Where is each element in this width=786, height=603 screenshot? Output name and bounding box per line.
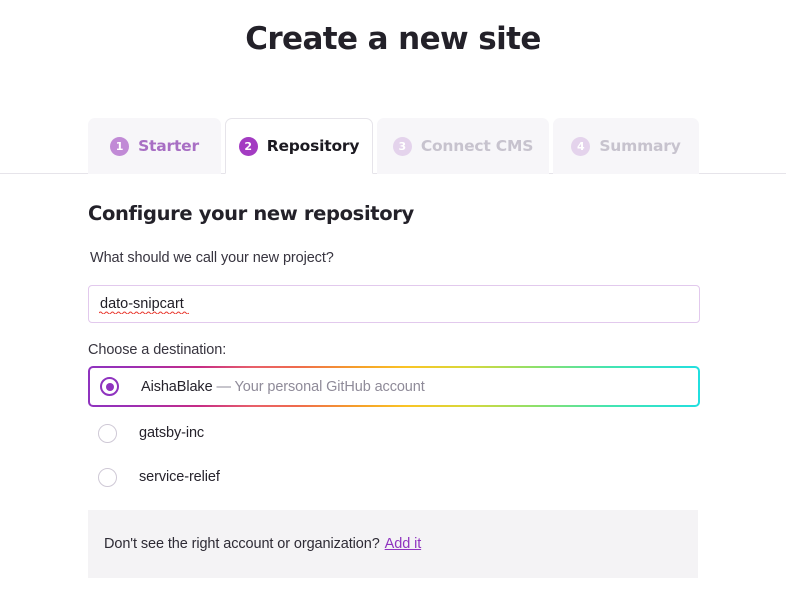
section-heading: Configure your new repository xyxy=(88,202,414,225)
add-it-link[interactable]: Add it xyxy=(384,536,422,552)
add-account-note-text: Don't see the right account or organizat… xyxy=(104,536,380,552)
tab-summary[interactable]: 4 Summary xyxy=(553,118,699,174)
tab-summary-label: Summary xyxy=(599,137,681,155)
wizard-tab-bar: 1 Starter 2 Repository 3 Connect CMS 4 S… xyxy=(0,118,786,174)
tab-starter[interactable]: 1 Starter xyxy=(88,118,221,174)
destination-option-service-relief[interactable]: service-relief xyxy=(88,455,700,499)
project-name-label: What should we call your new project? xyxy=(90,250,334,266)
project-name-input[interactable] xyxy=(88,285,700,323)
destination-label: Choose a destination: xyxy=(88,342,227,358)
destination-option-personal[interactable]: AishaBlake — Your personal GitHub accoun… xyxy=(88,366,700,407)
destination-option-service-relief-name: service-relief xyxy=(139,469,220,485)
tab-connect-cms[interactable]: 3 Connect CMS xyxy=(377,118,549,174)
tab-connect-cms-badge: 3 xyxy=(392,136,412,156)
repository-step-content: Configure your new repository What shoul… xyxy=(0,174,786,578)
destination-radio-group: AishaBlake — Your personal GitHub accoun… xyxy=(88,366,700,499)
radio-unselected-icon xyxy=(98,423,117,443)
destination-option-personal-description: — Your personal GitHub account xyxy=(216,378,425,395)
tab-starter-badge: 1 xyxy=(110,136,130,156)
page-title: Create a new site xyxy=(245,21,541,57)
tab-repository-label: Repository xyxy=(266,137,360,155)
destination-option-personal-name: AishaBlake xyxy=(141,378,213,395)
destination-option-gatsby-inc-name: gatsby-inc xyxy=(139,425,205,441)
radio-selected-icon xyxy=(100,377,119,396)
tab-repository[interactable]: 2 Repository xyxy=(225,118,373,174)
tab-repository-badge: 2 xyxy=(238,136,258,156)
tab-summary-badge: 4 xyxy=(571,136,591,156)
add-account-note: Don't see the right account or organizat… xyxy=(88,510,698,578)
tab-starter-label: Starter xyxy=(138,137,199,155)
tab-connect-cms-label: Connect CMS xyxy=(420,137,534,155)
radio-unselected-icon xyxy=(98,467,117,487)
destination-option-gatsby-inc[interactable]: gatsby-inc xyxy=(88,411,700,455)
